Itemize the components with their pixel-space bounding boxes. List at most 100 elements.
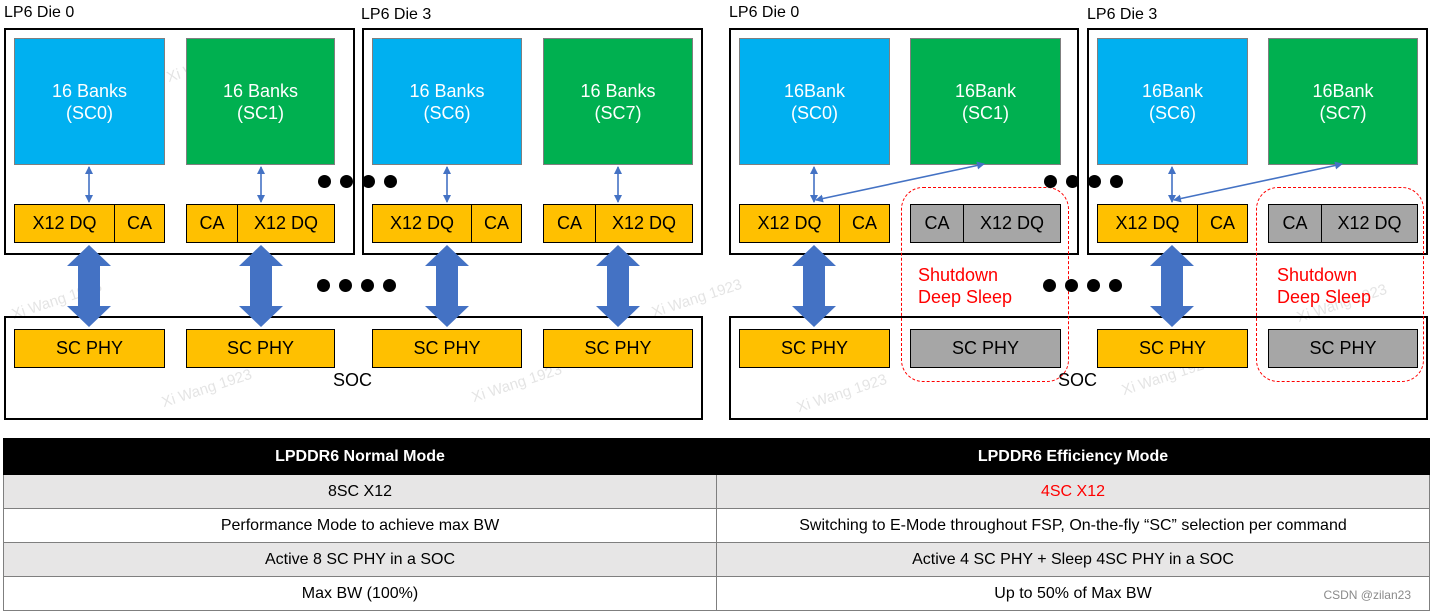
- connector-arrows: [67, 161, 1343, 327]
- phy-sc7-sleep: SC PHY: [1268, 329, 1418, 368]
- dot: [340, 175, 353, 188]
- table-row: Performance Mode to achieve max BW Switc…: [3, 508, 1430, 543]
- dot: [1065, 279, 1078, 292]
- table-cell: Max BW (100%): [3, 576, 717, 611]
- bus-arrow: [792, 245, 836, 327]
- bank-sc: (SC1): [961, 102, 1009, 123]
- bus-arrow: [239, 245, 283, 327]
- table-row: 8SC X12 4SC X12: [3, 474, 1430, 509]
- table-cell: 4SC X12: [716, 474, 1430, 509]
- bank-sc7: 16Bank (SC7): [1268, 38, 1418, 165]
- bus-arrow: [425, 245, 469, 327]
- soc-frame: [4, 316, 703, 420]
- phy-sc0: SC PHY: [739, 329, 890, 368]
- ellipsis-dots: [1044, 175, 1123, 188]
- dot: [361, 279, 374, 292]
- dot: [318, 175, 331, 188]
- bank-sc: (SC0): [790, 102, 838, 123]
- phy-links: [67, 245, 1194, 327]
- ca-cell: CA: [1197, 205, 1247, 242]
- dot: [317, 279, 330, 292]
- table-row: Max BW (100%) Up to 50% of Max BW: [3, 576, 1430, 611]
- bank-sc: (SC7): [1319, 102, 1367, 123]
- ellipsis-dots: [318, 175, 397, 188]
- phy-sc1-sleep: SC PHY: [910, 329, 1061, 368]
- dot: [1088, 175, 1101, 188]
- ca-cell: CA: [924, 213, 950, 233]
- ca-cell: CA: [1282, 213, 1308, 233]
- dot: [362, 175, 375, 188]
- bank-name: 16 Banks: [409, 80, 485, 101]
- bank-sc0: 16Bank (SC0): [739, 38, 890, 165]
- phy-sc7: SC PHY: [543, 329, 693, 368]
- ctrl-sc7-sleep: CA X12 DQ: [1268, 204, 1418, 243]
- ca-cell: CA: [556, 213, 582, 233]
- ca-cell: CA: [839, 205, 889, 242]
- table-header-row: LPDDR6 Normal Mode LPDDR6 Efficiency Mod…: [3, 438, 1430, 475]
- dq-cell: X12 DQ: [1115, 213, 1180, 233]
- ctrl-sc0: X12 DQ CA: [739, 204, 890, 243]
- phy-sc6: SC PHY: [372, 329, 522, 368]
- bus-arrow: [596, 245, 640, 327]
- link-arrow: [815, 161, 985, 203]
- die-frame-3: [362, 28, 703, 255]
- dot: [1066, 175, 1079, 188]
- dot: [384, 175, 397, 188]
- credit-text: CSDN @zilan23: [1323, 588, 1411, 602]
- link-arrow: [1173, 161, 1343, 203]
- mode-comparison-table: LPDDR6 Normal Mode LPDDR6 Efficiency Mod…: [3, 438, 1430, 611]
- soc-label: SOC: [333, 370, 373, 390]
- bank-name: 16 Banks: [51, 80, 128, 101]
- table-cell: 8SC X12: [3, 474, 717, 509]
- ctrl-sc1: CA X12 DQ: [186, 204, 335, 243]
- shutdown-label: Shutdown Deep Sleep: [918, 265, 1013, 307]
- bank-sc: (SC7): [594, 102, 642, 123]
- bank-ctrl-links: [85, 161, 1343, 203]
- dot: [383, 279, 396, 292]
- dot: [1087, 279, 1100, 292]
- ellipsis-dots: [317, 279, 396, 292]
- shutdown-label: Shutdown Deep Sleep: [1277, 265, 1372, 307]
- die-frame-0: [4, 28, 355, 255]
- phy-sc1: SC PHY: [186, 329, 335, 368]
- table-cell: Active 4 SC PHY + Sleep 4SC PHY in a SOC: [716, 542, 1430, 577]
- soc-label: SOC: [1058, 370, 1098, 390]
- table-cell: Performance Mode to achieve max BW: [3, 508, 717, 543]
- ctrl-sc0: X12 DQ CA: [14, 204, 165, 243]
- dq-cell: X12 DQ: [1321, 205, 1417, 242]
- bank-sc7: 16 Banks (SC7): [543, 38, 693, 165]
- table-row: Active 8 SC PHY in a SOC Active 4 SC PHY…: [3, 542, 1430, 577]
- dq-cell: X12 DQ: [389, 213, 455, 233]
- bank-sc: (SC6): [1148, 102, 1196, 123]
- bank-sc1: 16Bank (SC1): [910, 38, 1061, 165]
- dot: [339, 279, 352, 292]
- bank-sc: (SC1): [236, 102, 284, 123]
- bank-sc: (SC0): [65, 102, 113, 123]
- die-frame-3: [1087, 28, 1428, 255]
- dq-cell: X12 DQ: [595, 205, 692, 242]
- dq-cell: X12 DQ: [237, 205, 334, 242]
- bank-sc1: 16 Banks (SC1): [186, 38, 335, 165]
- die-frame-0: [729, 28, 1079, 255]
- phy-sc0: SC PHY: [14, 329, 165, 368]
- bus-arrow: [1150, 245, 1194, 327]
- header-normal-mode: LPDDR6 Normal Mode: [3, 438, 717, 475]
- bank-name: 16 Banks: [222, 80, 299, 101]
- lpddr6-mode-diagram: Xi Wang 1923 Xi Wang 1923 Xi Wang 1923 X…: [4, 4, 1428, 420]
- dot: [1043, 279, 1056, 292]
- ellipsis-dots: [1043, 279, 1122, 292]
- table-cell: Switching to E-Mode throughout FSP, On-t…: [716, 508, 1430, 543]
- bank-sc6: 16Bank (SC6): [1097, 38, 1248, 165]
- dot: [1109, 279, 1122, 292]
- table-cell: Active 8 SC PHY in a SOC: [3, 542, 717, 577]
- dq-cell: X12 DQ: [757, 213, 822, 233]
- bank-name: 16 Banks: [580, 80, 656, 101]
- ctrl-sc6: X12 DQ CA: [1097, 204, 1248, 243]
- bank-name: 16Bank: [954, 80, 1017, 101]
- ca-cell: CA: [199, 213, 225, 233]
- bus-arrow: [67, 245, 111, 327]
- ctrl-sc7: CA X12 DQ: [543, 204, 693, 243]
- bank-sc: (SC6): [423, 102, 471, 123]
- dot: [1044, 175, 1057, 188]
- bank-sc6: 16 Banks (SC6): [372, 38, 522, 165]
